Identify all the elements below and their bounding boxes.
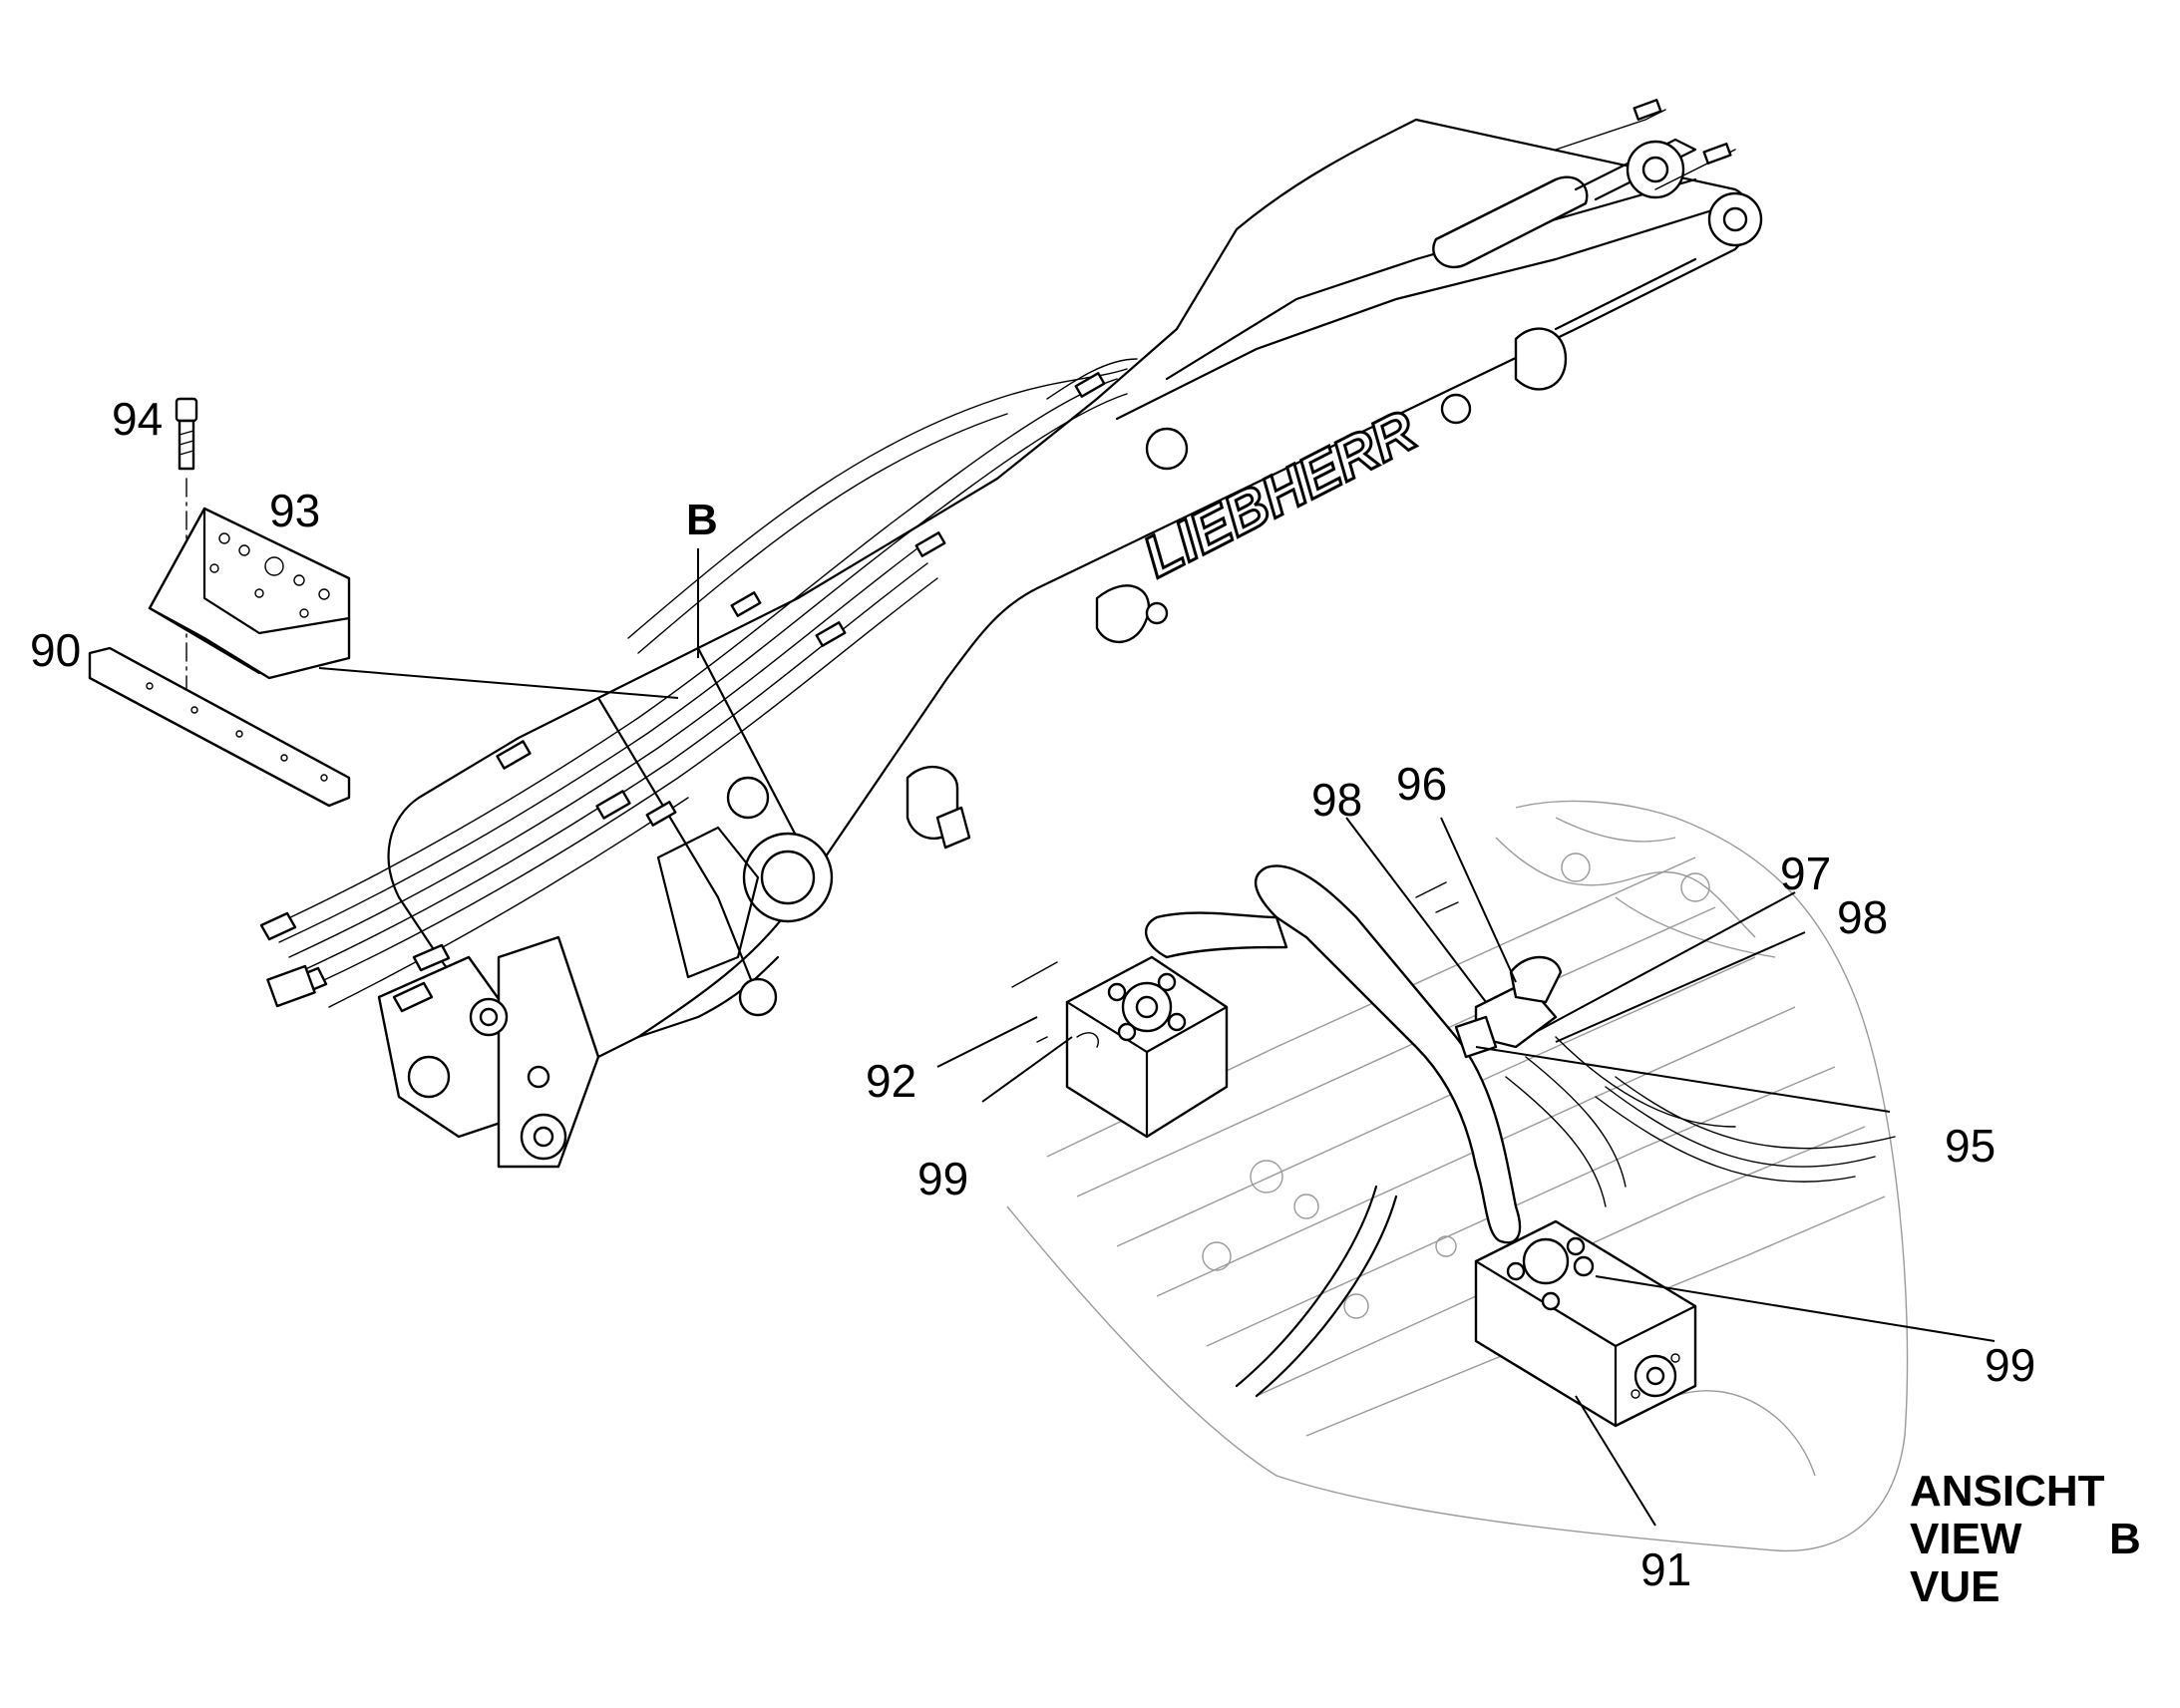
callout-98-top: 98 <box>1311 774 1362 826</box>
brand-lettering: LIEBHERR <box>1133 398 1426 590</box>
base-plate <box>88 646 351 808</box>
bracket-kit <box>88 397 699 808</box>
callout-93: 93 <box>269 485 320 536</box>
screw-shank <box>178 419 195 471</box>
detail-marker-b: B <box>686 496 718 544</box>
callout-90: 90 <box>30 624 81 676</box>
screw-head <box>175 397 198 423</box>
flange-block-92 <box>1065 955 1229 1139</box>
caption-view: VIEW <box>1910 1515 2022 1563</box>
callout-95: 95 <box>1945 1120 1996 1172</box>
callout-97: 97 <box>1780 848 1831 899</box>
callout-99-left: 99 <box>917 1153 968 1204</box>
callout-labels: 94 93 90 B 98 96 97 98 92 99 95 99 91 <box>30 393 2035 1595</box>
caption-marker-b: B <box>2109 1515 2141 1563</box>
callout-96: 96 <box>1396 758 1447 810</box>
detail-view-b <box>1006 800 1909 1552</box>
caption-vue: VUE <box>1910 1562 1999 1611</box>
leader-lines <box>936 817 1996 1527</box>
callout-98-right: 98 <box>1837 891 1888 943</box>
callout-99-right: 99 <box>1985 1339 2035 1391</box>
view-caption: ANSICHT VIEW B VUE <box>1910 1467 2141 1611</box>
caption-ansicht: ANSICHT <box>1910 1467 2105 1516</box>
callout-92: 92 <box>866 1055 916 1107</box>
callout-94: 94 <box>112 393 163 445</box>
return-pipe <box>1255 864 1522 1244</box>
callout-91: 91 <box>1640 1543 1691 1595</box>
